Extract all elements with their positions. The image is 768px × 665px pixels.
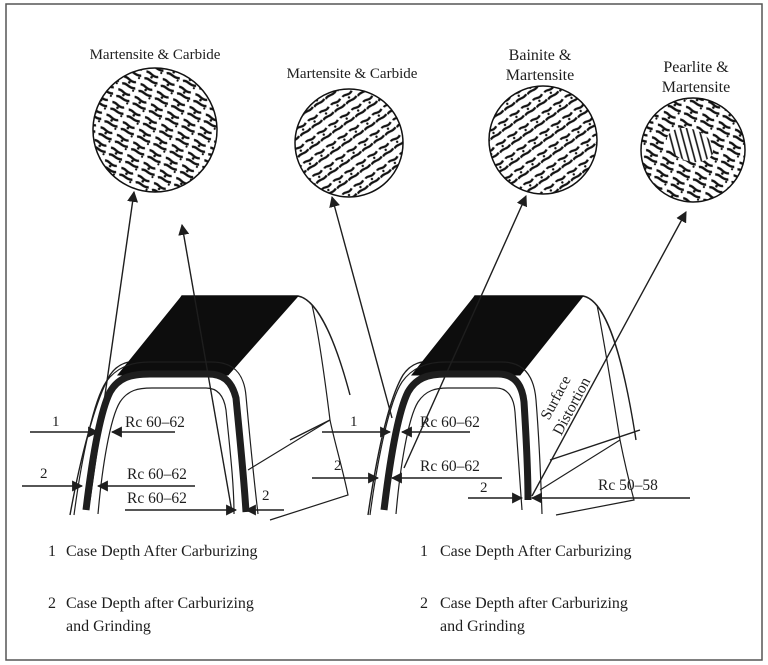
micrograph-label-3a: Bainite &: [509, 47, 572, 64]
left-depth-marker-2: 2: [40, 466, 48, 482]
micrograph-label-4b: Martensite: [662, 79, 730, 96]
left-depth-marker-1: 1: [52, 414, 60, 430]
legend-right-text-2b: and Grinding: [440, 618, 525, 635]
micrograph-bainite-martensite: [489, 86, 597, 194]
legend-right-num-1: 1: [420, 543, 428, 560]
micrograph-label-2: Martensite & Carbide: [287, 66, 418, 82]
micrograph-label-1: Martensite & Carbide: [90, 47, 221, 63]
legend-right-num-2: 2: [420, 595, 428, 612]
micrograph-martensite-carbide-2: [295, 89, 403, 197]
left-hardness-label-2: Rc 60–62: [127, 466, 187, 483]
micrograph-label-4a: Pearlite &: [663, 59, 729, 76]
right-hardness-label-2: Rc 60–62: [420, 458, 480, 475]
micrograph-martensite-carbide-1: [93, 68, 217, 192]
left-hardness-label-3: Rc 60–62: [127, 490, 187, 507]
left-depth-marker-3: 2: [262, 488, 270, 504]
right-depth-marker-3: 2: [480, 480, 488, 496]
legend-left-num-1: 1: [48, 543, 56, 560]
micrograph-pearlite-martensite: [641, 98, 745, 202]
right-gear-tooth: [368, 296, 636, 515]
right-depth-marker-1: 1: [350, 414, 358, 430]
legend-right-text-1: Case Depth After Carburizing: [440, 543, 632, 560]
right-hardness-label-3: Rc 50–58: [598, 477, 658, 494]
legend-right-text-2a: Case Depth after Carburizing: [440, 595, 628, 612]
right-depth-marker-2: 2: [334, 458, 342, 474]
legend-left-num-2: 2: [48, 595, 56, 612]
legend-left-text-2b: and Grinding: [66, 618, 151, 635]
left-hardness-label-1: Rc 60–62: [125, 414, 185, 431]
micrograph-label-3b: Martensite: [506, 67, 574, 84]
legend-left-text-1: Case Depth After Carburizing: [66, 543, 258, 560]
legend-left-text-2a: Case Depth after Carburizing: [66, 595, 254, 612]
right-hardness-label-1: Rc 60–62: [420, 414, 480, 431]
